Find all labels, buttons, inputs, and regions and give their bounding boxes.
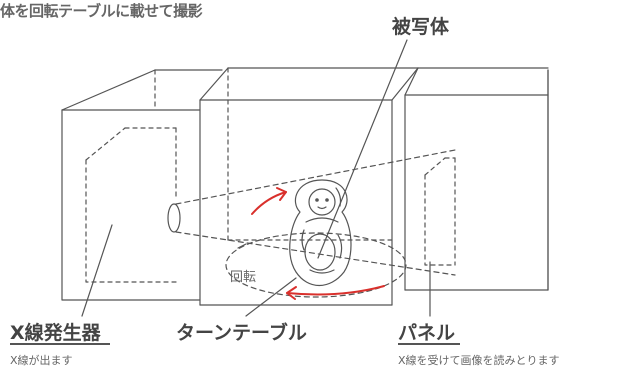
panel-box — [404, 67, 549, 291]
rotation-label: 回転 — [230, 270, 257, 285]
rotation-arrow-bottom — [286, 285, 385, 296]
panel-note: X線を受けて画像を読みとります — [398, 354, 560, 367]
detector-dashed — [424, 157, 456, 266]
panel-underline — [398, 343, 460, 345]
xray-generator-underline — [10, 343, 110, 345]
turntable-leader — [245, 277, 297, 317]
xray-generator-label: X線発生器 — [10, 322, 101, 344]
turntable-label: ターンテーブル — [176, 322, 307, 344]
matryoshka-doll — [289, 179, 352, 286]
xray-generator-note: X線が出ます — [10, 354, 73, 367]
xray-generator-box — [61, 69, 223, 301]
panel-label: パネル — [398, 322, 456, 344]
source-cylinder — [167, 203, 181, 233]
caption-text: 体を回転テーブルに載せて撮影 — [0, 2, 203, 20]
subject-label: 被写体 — [392, 16, 450, 38]
turntable-ellipse — [225, 232, 407, 298]
center-box — [199, 67, 419, 306]
xray-source-dashed — [85, 127, 177, 283]
subject-leader — [317, 39, 408, 259]
generator-leader — [81, 224, 113, 317]
rotation-arrow-top — [251, 191, 287, 215]
xray-beam — [175, 149, 456, 276]
